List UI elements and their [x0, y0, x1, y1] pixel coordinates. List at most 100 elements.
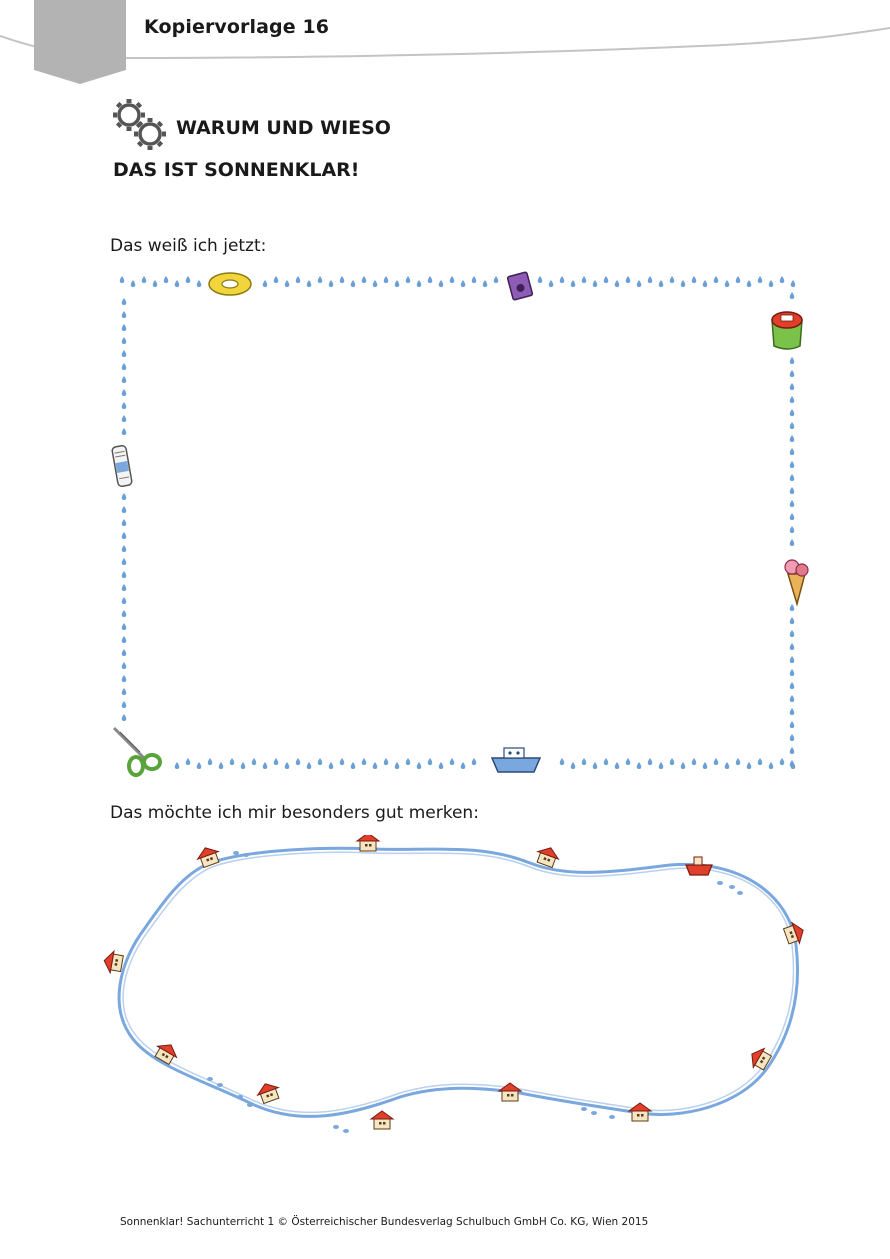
water-drop [121, 532, 127, 539]
water-drop [789, 474, 795, 481]
water-drop [121, 649, 127, 656]
house-icon [497, 1082, 523, 1102]
water-drop [789, 435, 795, 442]
water-drop [328, 762, 334, 769]
water-drop [121, 519, 127, 526]
water-drop [427, 276, 433, 283]
water-drop [789, 422, 795, 429]
water-drop [570, 762, 576, 769]
house-icon [103, 949, 124, 975]
water-drop [757, 758, 763, 765]
water-splash [581, 1107, 587, 1111]
water-drop [438, 762, 444, 769]
water-drop [317, 758, 323, 765]
water-drop [789, 357, 795, 364]
water-drop [372, 762, 378, 769]
house-icon [627, 1102, 653, 1122]
water-drop [789, 500, 795, 507]
water-drop [372, 280, 378, 287]
water-drop [121, 376, 127, 383]
water-splash [343, 1129, 349, 1133]
water-drop [746, 762, 752, 769]
house-decorations [103, 835, 804, 1130]
water-drop [789, 526, 795, 533]
water-drop [625, 276, 631, 283]
water-drop [713, 758, 719, 765]
water-drop [416, 762, 422, 769]
water-drop [559, 276, 565, 283]
newspaper-icon [111, 444, 133, 488]
water-drop [789, 643, 795, 650]
water-drop [789, 409, 795, 416]
box1-label: Das weiß ich jetzt: [110, 236, 267, 256]
water-drop [790, 280, 796, 287]
water-drop [680, 280, 686, 287]
water-drop [284, 762, 290, 769]
wavy-border-line [117, 846, 800, 1118]
water-drop [789, 370, 795, 377]
water-drop [789, 396, 795, 403]
ship-icon [490, 747, 542, 773]
water-drop [121, 402, 127, 409]
water-drop [394, 280, 400, 287]
drop-border-frame[interactable] [100, 262, 820, 782]
boat-icon [685, 856, 713, 876]
water-drop [789, 383, 795, 390]
water-drop [121, 415, 127, 422]
water-drop [603, 758, 609, 765]
section-title: WARUM UND WIESO [176, 117, 391, 139]
water-drop [658, 762, 664, 769]
water-drop [130, 280, 136, 287]
water-drop [121, 506, 127, 513]
water-splash [333, 1125, 339, 1129]
cup-icon [771, 311, 803, 350]
water-drop [614, 280, 620, 287]
water-drop [394, 762, 400, 769]
water-drop [559, 758, 565, 765]
water-drop [460, 762, 466, 769]
header-tab [34, 0, 126, 84]
water-drop [218, 762, 224, 769]
water-drop [273, 276, 279, 283]
water-drop [581, 758, 587, 765]
scissors-icon [112, 726, 162, 777]
water-drop [405, 758, 411, 765]
wavy-border-frame[interactable] [100, 835, 820, 1145]
water-splash [247, 1103, 253, 1107]
water-drop [581, 276, 587, 283]
water-drop [350, 280, 356, 287]
water-drop [121, 363, 127, 370]
house-icon [355, 835, 381, 852]
water-drop [121, 298, 127, 305]
water-drop [383, 276, 389, 283]
water-drop [284, 280, 290, 287]
water-drop [449, 758, 455, 765]
water-drop [548, 280, 554, 287]
water-drop [768, 762, 774, 769]
water-drop [251, 758, 257, 765]
water-drop [121, 571, 127, 578]
water-drop [691, 276, 697, 283]
water-drop [789, 734, 795, 741]
water-drop [383, 758, 389, 765]
water-drop [636, 280, 642, 287]
water-drop [789, 656, 795, 663]
water-drop [746, 280, 752, 287]
water-drop [789, 487, 795, 494]
water-drop [789, 721, 795, 728]
water-drop [405, 276, 411, 283]
water-drop [789, 682, 795, 689]
water-splash [237, 1095, 243, 1099]
water-drop [416, 280, 422, 287]
water-drop [121, 493, 127, 500]
water-drop [789, 695, 795, 702]
water-drop [328, 280, 334, 287]
water-splash [233, 851, 239, 855]
gears-icon [113, 99, 166, 150]
water-drop [713, 276, 719, 283]
water-drop [702, 762, 708, 769]
house-icon [256, 1083, 280, 1105]
water-drop [789, 448, 795, 455]
footer-copyright: Sonnenklar! Sachunterricht 1 © Österreic… [120, 1216, 649, 1228]
